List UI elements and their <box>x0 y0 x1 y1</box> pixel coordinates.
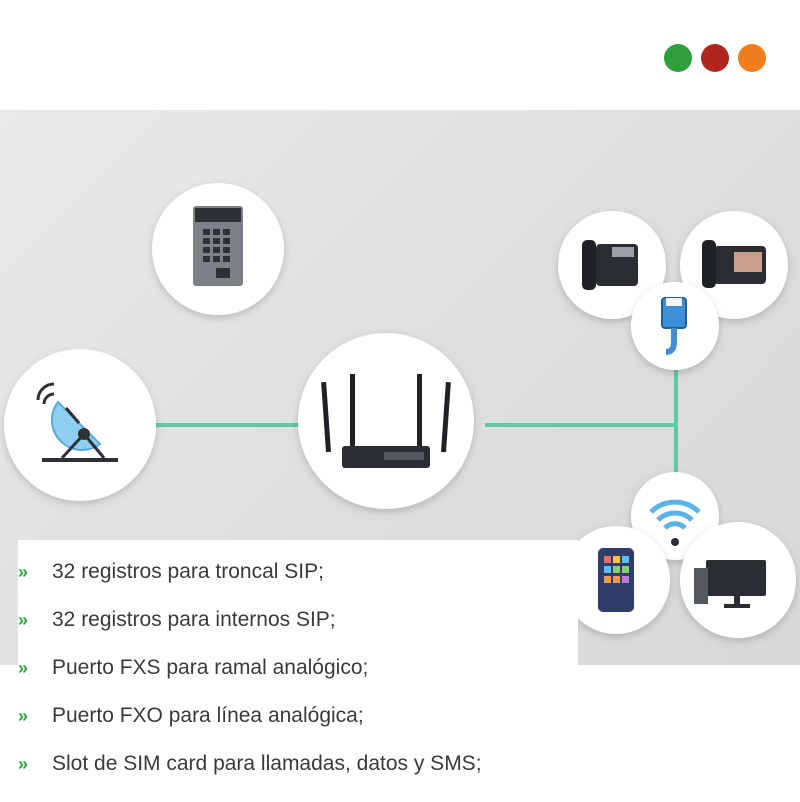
status-dots <box>664 44 766 72</box>
bullet-icon: » <box>18 706 29 726</box>
ip-phone-icon <box>558 211 666 319</box>
smartphone-icon <box>562 526 670 634</box>
feature-text: Puerto FXS para ramal analógico; <box>52 656 369 679</box>
bullet-icon: » <box>18 610 29 630</box>
feature-text: 32 registros para internos SIP; <box>52 608 336 631</box>
video-phone-icon <box>680 211 788 319</box>
ethernet-cable-icon <box>631 282 719 370</box>
green-dot <box>664 44 692 72</box>
bullet-icon: » <box>18 562 29 582</box>
wifi-icon <box>631 472 719 560</box>
bullet-icon: » <box>18 658 29 678</box>
feature-text: Slot de SIM card para llamadas, datos y … <box>52 752 482 775</box>
feature-item: » Puerto FXS para ramal analógico; <box>18 644 578 692</box>
feature-text: Puerto FXO para línea analógica; <box>52 704 364 727</box>
feature-item: » 32 registros para internos SIP; <box>18 596 578 644</box>
red-dot <box>701 44 729 72</box>
orange-dot <box>738 44 766 72</box>
feature-list: » 32 registros para troncal SIP; » 32 regi… <box>18 540 578 788</box>
feature-item: » 32 registros para troncal SIP; <box>18 548 578 596</box>
bullet-icon: » <box>18 754 29 774</box>
router-icon <box>298 333 474 509</box>
feature-item: » Puerto FXO para línea analógica; <box>18 692 578 740</box>
desktop-monitor-icon <box>680 522 796 638</box>
satellite-antenna-icon <box>4 349 156 501</box>
feature-text: 32 registros para troncal SIP; <box>52 560 324 583</box>
door-intercom-icon <box>152 183 284 315</box>
feature-item: » Slot de SIM card para llamadas, datos y… <box>18 740 578 788</box>
